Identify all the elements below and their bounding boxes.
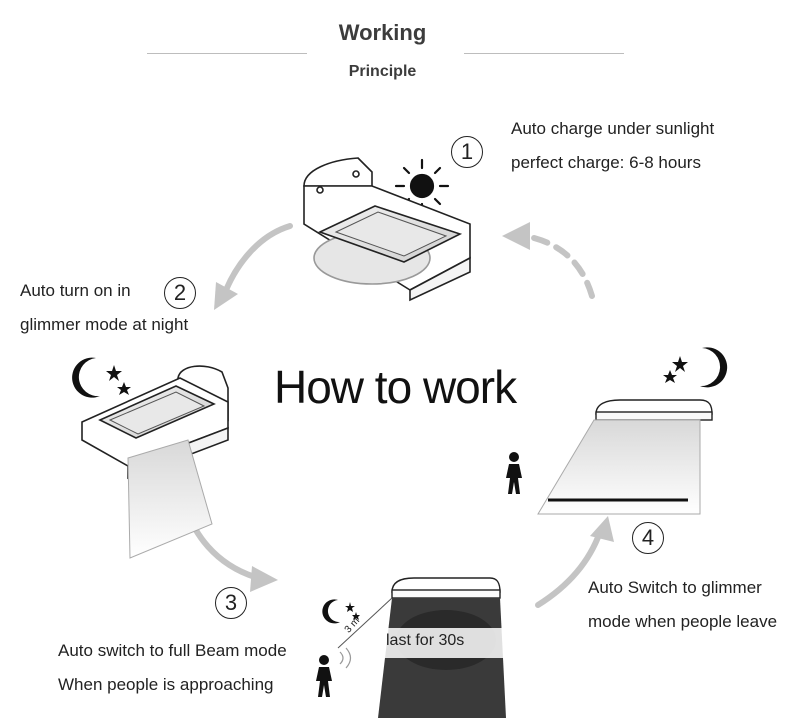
- header-rule-right: [464, 53, 624, 54]
- light-beam: [537, 419, 701, 515]
- arrow-head-4: [590, 516, 614, 542]
- header-rule-left: [147, 53, 307, 54]
- person-icon: [316, 655, 332, 697]
- arrow-head-2: [214, 282, 238, 310]
- moon-stars-icon: [663, 347, 728, 388]
- step-4-caption: Auto Switch to glimmer mode when people …: [588, 571, 777, 639]
- solar-lamp-icon: [391, 577, 501, 599]
- page-title: Working: [338, 20, 427, 45]
- step-4-line-1: Auto Switch to glimmer: [588, 578, 762, 597]
- step-number-2: 2: [164, 277, 196, 309]
- moon-stars-icon: [72, 357, 131, 398]
- page-subtitle: Principle: [348, 63, 417, 80]
- motion-waves: [339, 647, 352, 669]
- person-icon: [506, 452, 522, 494]
- step-number-1: 1: [451, 136, 483, 168]
- arrow-head-1: [502, 222, 530, 250]
- arrow-head-3: [250, 566, 278, 592]
- step-3-line-1: Auto switch to full Beam mode: [58, 641, 287, 660]
- step-number-3: 3: [215, 587, 247, 619]
- step-1-line-1: Auto charge under sunlight: [511, 119, 715, 138]
- duration-label: last for 30s: [386, 632, 465, 649]
- moon-stars-icon: [322, 599, 360, 624]
- step-2-line-2: glimmer mode at night: [20, 315, 189, 334]
- step-3-line-2: When people is approaching: [58, 675, 274, 694]
- solar-lamp-icon: [595, 399, 713, 421]
- step-2-line-1: Auto turn on in: [20, 281, 131, 300]
- step-4-line-2: mode when people leave: [588, 612, 778, 631]
- distance-line: [337, 597, 393, 649]
- step-1-line-2: perfect charge: 6-8 hours: [511, 153, 701, 172]
- step-3-caption: Auto switch to full Beam mode When peopl…: [58, 634, 287, 702]
- step-1-caption: Auto charge under sunlight perfect charg…: [511, 112, 714, 180]
- step-2-caption: Auto turn on in glimmer mode at night: [20, 274, 188, 342]
- solar-lamp-icon: [303, 157, 471, 302]
- center-label: How to work: [274, 361, 517, 413]
- light-beam: [127, 439, 213, 559]
- step-number-4: 4: [632, 522, 664, 554]
